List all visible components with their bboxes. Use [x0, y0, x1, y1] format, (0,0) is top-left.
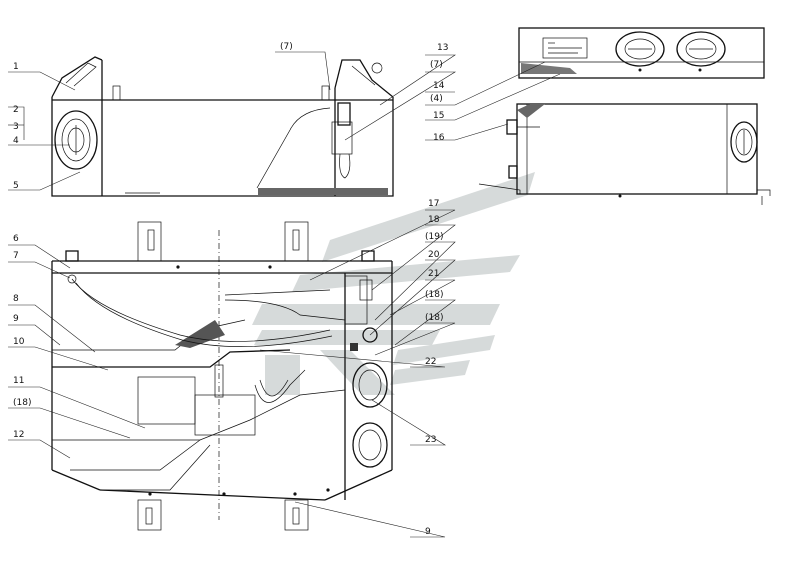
label-16: 16	[433, 133, 445, 143]
label-ref18-lower: (18)	[425, 313, 443, 323]
label-2: 2	[13, 105, 19, 115]
label-ref4: (4)	[430, 94, 443, 104]
label-ref19: (19)	[425, 232, 443, 242]
label-14: 14	[433, 81, 445, 91]
label-10: 10	[13, 337, 25, 347]
label-1: 1	[13, 62, 19, 72]
label-18: 18	[428, 215, 440, 225]
tank-end-view	[478, 103, 771, 205]
label-6: 6	[13, 234, 19, 244]
tank-side-view	[51, 56, 394, 197]
label-20: 20	[428, 250, 440, 260]
label-ref18-left: (18)	[13, 398, 31, 408]
label-ref7-right: (7)	[430, 60, 443, 70]
label-15: 15	[433, 111, 444, 121]
label-12: 12	[13, 430, 24, 440]
label-8: 8	[13, 294, 19, 304]
label-21: 21	[428, 269, 439, 279]
label-13: 13	[437, 43, 448, 53]
watermark-logo	[252, 172, 535, 395]
label-7: 7	[13, 251, 19, 261]
tank-main-view	[51, 221, 393, 531]
label-9-bottom: 9	[425, 527, 431, 537]
leader-lines	[8, 51, 561, 538]
label-11: 11	[13, 376, 24, 386]
label-5: 5	[13, 181, 19, 191]
callout-labels: 1 2 3 4 5 6 7 8 9 10 11 (18) 12 (7) 13 (…	[13, 42, 448, 537]
label-4: 4	[13, 136, 19, 146]
label-9: 9	[13, 314, 19, 324]
label-3: 3	[13, 122, 19, 132]
label-22: 22	[425, 357, 436, 367]
tank-top-view	[518, 27, 765, 79]
label-23: 23	[425, 435, 436, 445]
label-17: 17	[428, 199, 439, 209]
label-ref18-upper: (18)	[425, 290, 443, 300]
label-ref7-left: (7)	[280, 42, 293, 52]
